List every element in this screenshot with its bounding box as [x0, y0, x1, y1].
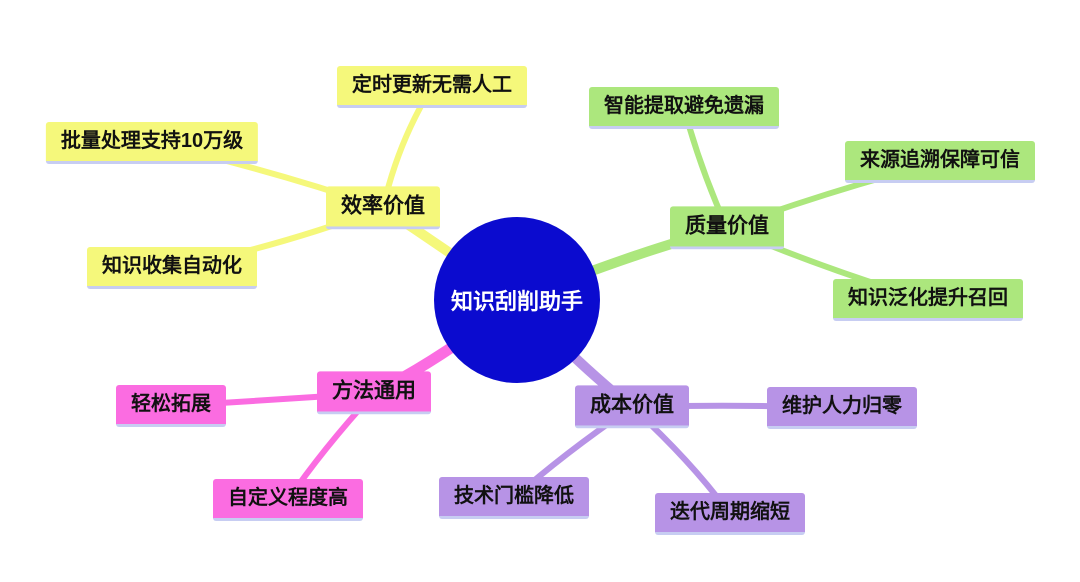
leaf-label: 自定义程度高: [228, 487, 348, 509]
leaf-label: 知识泛化提升召回: [848, 287, 1008, 309]
branch-cost-label: 成本价值: [590, 393, 674, 417]
leaf-quality-generalization-recall[interactable]: 知识泛化提升召回: [833, 279, 1023, 321]
branch-cost[interactable]: 成本价值: [575, 385, 689, 429]
branch-quality[interactable]: 质量价值: [670, 206, 784, 250]
central-topic[interactable]: 知识刮削助手: [434, 217, 600, 383]
leaf-quality-source-tracing[interactable]: 来源追溯保障可信: [845, 141, 1035, 183]
leaf-label: 批量处理支持10万级: [60, 130, 244, 152]
central-topic-label: 知识刮削助手: [450, 289, 583, 314]
leaf-quality-smart-extraction[interactable]: 智能提取避免遗漏: [589, 87, 779, 129]
leaf-label: 迭代周期缩短: [670, 501, 790, 523]
leaf-label: 知识收集自动化: [102, 255, 242, 277]
leaf-cost-shorter-iteration[interactable]: 迭代周期缩短: [655, 493, 805, 535]
leaf-efficiency-auto-collection[interactable]: 知识收集自动化: [87, 247, 257, 289]
leaf-cost-lower-tech-barrier[interactable]: 技术门槛降低: [439, 477, 589, 519]
leaf-label: 维护人力归零: [782, 395, 902, 417]
leaf-label: 来源追溯保障可信: [860, 149, 1020, 171]
leaf-method-high-customization[interactable]: 自定义程度高: [213, 479, 363, 521]
leaf-efficiency-scheduled-update[interactable]: 定时更新无需人工: [337, 66, 527, 108]
leaf-cost-zero-maintenance[interactable]: 维护人力归零: [767, 387, 917, 429]
branch-efficiency-label: 效率价值: [341, 194, 425, 218]
branch-quality-label: 质量价值: [685, 214, 769, 238]
leaf-method-easy-expansion[interactable]: 轻松拓展: [116, 385, 226, 427]
leaf-label: 轻松拓展: [131, 393, 211, 415]
branch-method[interactable]: 方法通用: [317, 371, 431, 415]
leaf-label: 智能提取避免遗漏: [604, 95, 764, 117]
leaf-efficiency-batch-processing[interactable]: 批量处理支持10万级: [45, 122, 259, 164]
leaf-label: 定时更新无需人工: [352, 74, 512, 96]
leaf-label: 技术门槛降低: [454, 485, 574, 507]
branch-method-label: 方法通用: [332, 379, 416, 403]
branch-efficiency[interactable]: 效率价值: [326, 186, 440, 230]
